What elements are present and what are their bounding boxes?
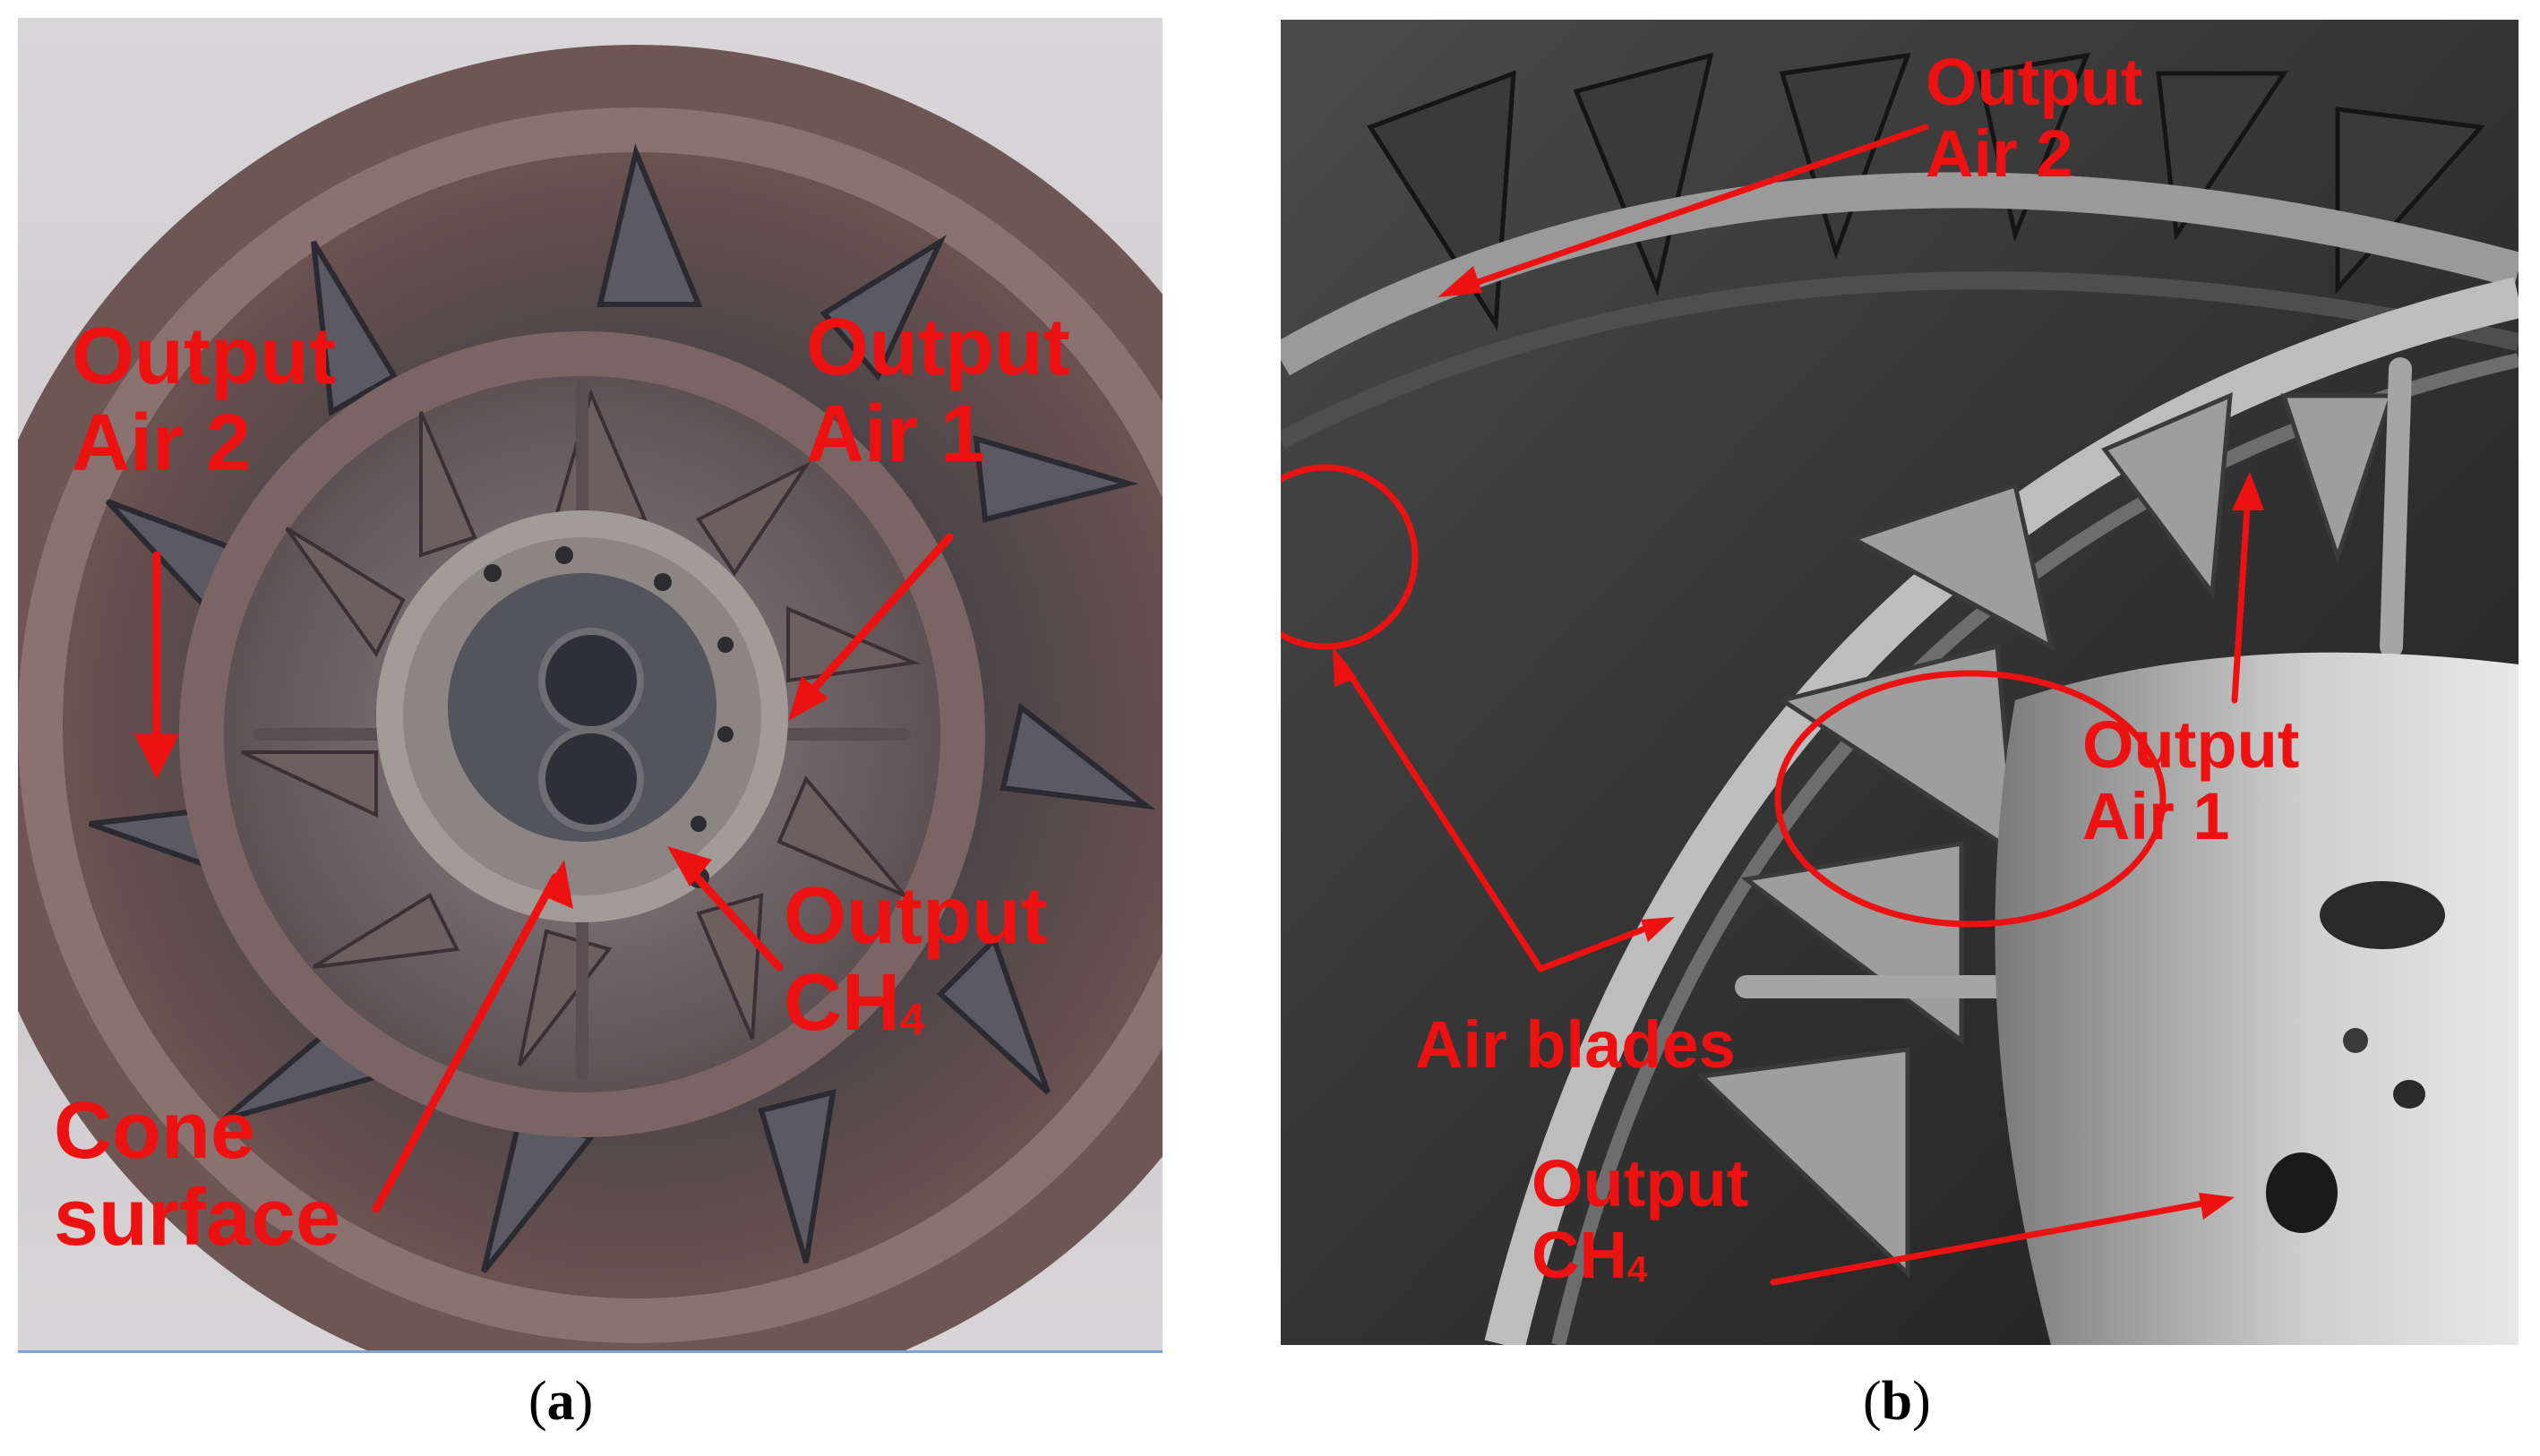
caption-a-letter: a xyxy=(546,1371,575,1432)
caption-b-letter: b xyxy=(1881,1371,1913,1432)
label-a-output-air1-line2: Air 1 xyxy=(806,390,986,480)
label-b-output-ch4-line1: Output xyxy=(1532,1146,1749,1220)
label-a-cone-surface: Cone surface xyxy=(54,1086,341,1263)
caption-b: (b) xyxy=(1863,1371,1931,1432)
label-a-output-ch4-line2: CH xyxy=(784,958,900,1049)
label-b-output-air2-line2: Air 2 xyxy=(1926,116,2073,191)
label-a-cone-line2: surface xyxy=(54,1173,341,1263)
burner-front-view-image xyxy=(18,45,1163,1352)
label-a-output-air2-line2: Air 2 xyxy=(72,398,252,489)
label-a-output-ch4: Output CH4 xyxy=(784,871,1048,1049)
label-a-output-air2: Output Air 2 xyxy=(72,313,336,487)
burner-closeup-image xyxy=(1281,20,2519,1345)
label-a-output-air2-line1: Output xyxy=(72,312,336,401)
label-b-output-air1-line2: Air 1 xyxy=(2082,778,2230,853)
panel-a-bottom-rule xyxy=(18,1350,1163,1353)
label-b-output-air2-line1: Output xyxy=(1926,45,2143,119)
label-a-output-ch4-line1: Output xyxy=(784,871,1048,961)
panel-a-photo: Output Air 2 Output Air 1 Output CH4 Con… xyxy=(18,18,1163,1352)
label-a-output-air1-line1: Output xyxy=(806,303,1070,392)
panel-b-photo: Output Air 2 Output Air 1 Air blades Out… xyxy=(1281,20,2519,1345)
label-b-output-ch4-line2: CH xyxy=(1532,1217,1627,1292)
label-b-output-air2: Output Air 2 xyxy=(1926,47,2142,190)
label-b-air-blades-text: Air blades xyxy=(1415,1007,1736,1082)
label-a-cone-line1: Cone xyxy=(54,1086,255,1176)
label-b-output-air1-line1: Output xyxy=(2082,707,2300,782)
label-b-output-air1: Output Air 1 xyxy=(2082,709,2299,852)
label-a-output-air1: Output Air 1 xyxy=(806,304,1070,478)
caption-a: (a) xyxy=(528,1371,594,1432)
label-b-ch4-subscript: 4 xyxy=(1626,1247,1648,1289)
label-b-air-blades: Air blades xyxy=(1415,1009,1736,1081)
label-a-ch4-subscript: 4 xyxy=(900,995,925,1045)
label-b-output-ch4: Output CH4 xyxy=(1532,1148,1748,1291)
